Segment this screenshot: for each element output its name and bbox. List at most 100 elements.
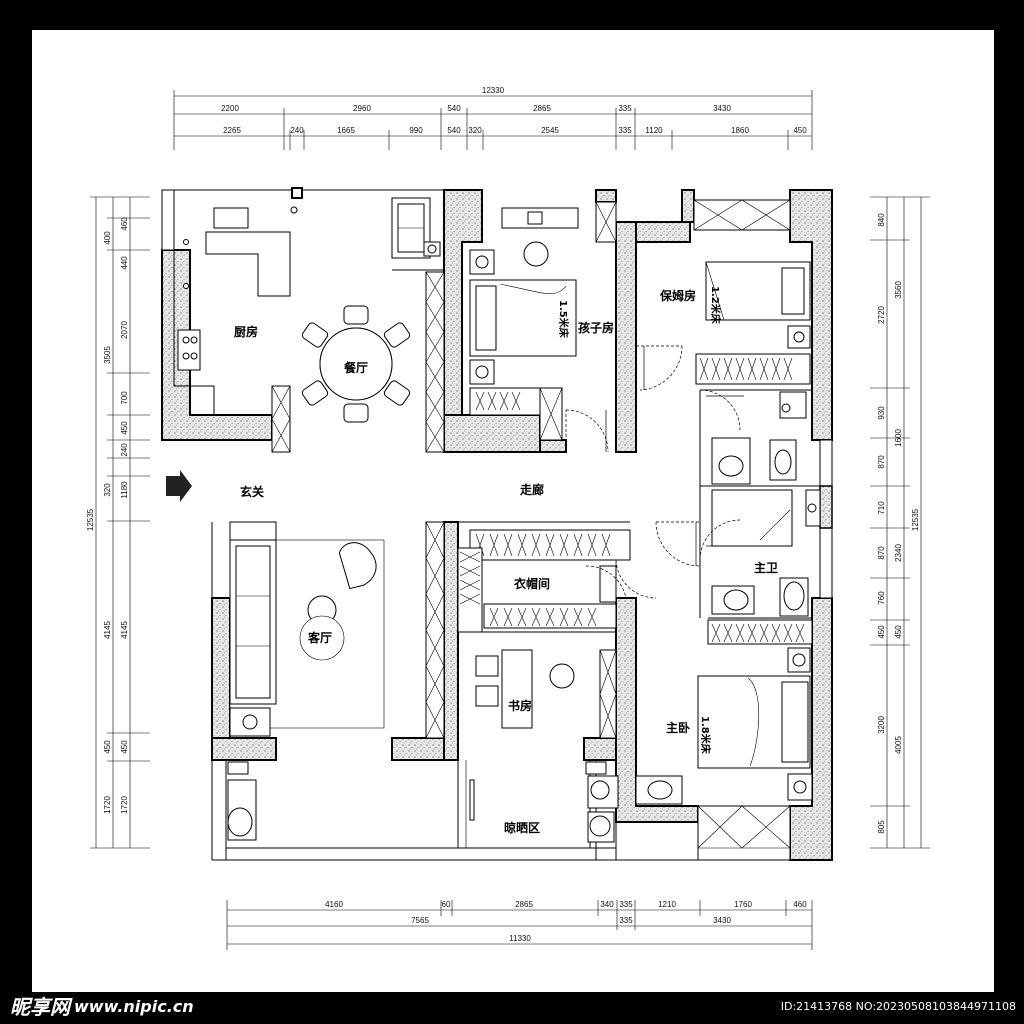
living-room-furniture [229,521,385,737]
dim-right-in-3: 870 [877,455,886,469]
dim-right-in-6: 760 [877,591,886,605]
dim-right-mid-4: 4005 [894,736,903,754]
label-master-bed: 1.8米床 [699,716,712,755]
dim-top-r1-1: 2960 [353,104,371,113]
doors [565,345,746,600]
dim-left-in-5: 240 [120,443,129,457]
dim-top-r2-1: 240 [290,126,304,135]
dim-top-r2-4: 540 [447,126,461,135]
dim-right-in-9: 805 [877,820,886,834]
bed-labels: 1.5米床 1.2米床 1.8米床 [557,286,722,755]
dim-top-r1-5: 3430 [713,104,731,113]
label-study: 书房 [508,698,532,713]
dim-right-in-1: 2720 [877,306,886,324]
dim-right-mid-0: 3560 [894,281,903,299]
dim-top-r1-3: 2865 [533,104,551,113]
dim-bot-r2-0: 7565 [411,916,429,925]
dim-left-in-8: 450 [120,740,129,754]
dim-top-r2-6: 2545 [541,126,559,135]
bottom-dimensions: 4160 60 2865 340 335 1210 1760 460 7565 … [226,900,813,950]
dim-top-r2-3: 990 [409,126,423,135]
footer-logo: 昵享网 [10,995,73,1019]
label-kitchen: 厨房 [234,324,258,339]
dim-bot-r2-1: 335 [619,916,633,925]
footer-id: ID:21413768 NO:20230508103844971108 [781,1000,1016,1013]
dim-bot-r2-2: 3430 [713,916,731,925]
label-drying-area: 晾晒区 [504,820,540,835]
label-master-bath: 主卫 [754,560,778,575]
dim-left-mid-2: 4145 [103,621,112,639]
dim-top-r1-0: 2200 [221,104,239,113]
footer-site: www.nipic.cn [74,997,194,1016]
dim-right-mid-3: 450 [894,625,903,639]
label-living: 客厅 [307,630,332,645]
dim-left-in-0: 400 [103,231,112,245]
dim-left-in2-0: 460 [120,217,129,231]
dim-bot-r1-0: 4160 [325,900,343,909]
dim-top-r1-2: 540 [447,104,461,113]
dim-right-mid-1: 1600 [894,429,903,447]
label-kids-bed: 1.5米床 [557,300,570,339]
dim-top-r2-2: 1665 [337,126,355,135]
dim-left-mid-1: 1180 [120,481,129,499]
dim-left-mid-0: 3505 [103,346,112,364]
dim-right-in-4: 710 [877,501,886,515]
label-entrance: 玄关 [240,484,264,499]
dim-bot-r1-7: 460 [793,900,807,909]
dim-top-r2-9: 1860 [731,126,749,135]
dim-right-in-5: 870 [877,546,886,560]
label-wardrobe: 衣帽间 [514,576,550,591]
label-nanny-room: 保姆房 [659,288,696,303]
nanny-room-furniture [705,261,811,349]
dim-right-in-0: 840 [877,213,886,227]
dim-left-in-7: 4145 [120,621,129,639]
dim-right-outer: 12535 [911,508,920,531]
cabinets [271,201,813,739]
walls [161,189,833,861]
study-furniture [469,649,575,821]
top-dimensions: 12330 2200 2960 540 2865 335 3430 2265 2… [173,86,813,150]
label-corridor: 走廊 [520,482,544,497]
entrance-arrow-icon [166,470,192,502]
dim-bot-r1-1: 60 [442,900,451,909]
dim-left-in-4: 450 [120,421,129,435]
dim-top-overall: 12330 [482,86,505,95]
dim-top-r2-7: 335 [618,126,632,135]
dim-bot-r1-3: 340 [600,900,614,909]
left-dimensions: 12535 3505 1180 4145 450 1720 400 460 44… [86,196,150,849]
dim-top-r2-8: 1120 [645,126,663,135]
dim-top-r2-5: 320 [468,126,482,135]
kids-room-furniture [469,207,579,385]
dim-bot-r1-5: 1210 [658,900,676,909]
dim-left-mid-4: 1720 [103,796,112,814]
dim-top-r2-10: 450 [793,126,807,135]
dim-top-r2-0: 2265 [223,126,241,135]
dim-left-in-1: 440 [120,256,129,270]
dim-right-in-2: 930 [877,406,886,420]
dim-left-mid-3: 450 [103,740,112,754]
label-master-bedroom: 主卧 [666,720,690,735]
dim-left-outer: 12535 [86,508,95,531]
dim-bot-r1-6: 1760 [734,900,752,909]
label-nanny-bed: 1.2米床 [709,286,722,325]
master-bedroom-furniture [697,647,813,801]
dining-table [301,305,411,423]
dim-right-mid-2: 2340 [894,544,903,562]
room-labels: 厨房 餐厅 孩子房 保姆房 玄关 走廊 客厅 衣帽间 书房 主卫 主卧 晾晒区 [234,288,778,835]
dim-bot-r1-2: 2865 [515,900,533,909]
right-dimensions: 840 2720 930 870 710 870 760 450 3200 80… [870,196,930,849]
footer-bar: 昵享网 www.nipic.cn ID:21413768 NO:20230508… [10,995,1016,1019]
dim-top-r1-4: 335 [618,104,632,113]
dim-bot-overall: 11330 [509,934,531,943]
dim-bot-r1-4: 335 [619,900,633,909]
dim-left-in-6: 320 [103,483,112,497]
kitchen-furniture [173,187,441,415]
bathroom-fixtures [227,391,821,843]
dim-left-in-2: 2070 [120,321,129,339]
label-kids-room: 孩子房 [578,320,614,335]
label-dining: 餐厅 [344,360,368,375]
dim-right-in-8: 3200 [877,716,886,734]
dim-right-in-7: 450 [877,625,886,639]
dim-left-in-9: 1720 [120,796,129,814]
